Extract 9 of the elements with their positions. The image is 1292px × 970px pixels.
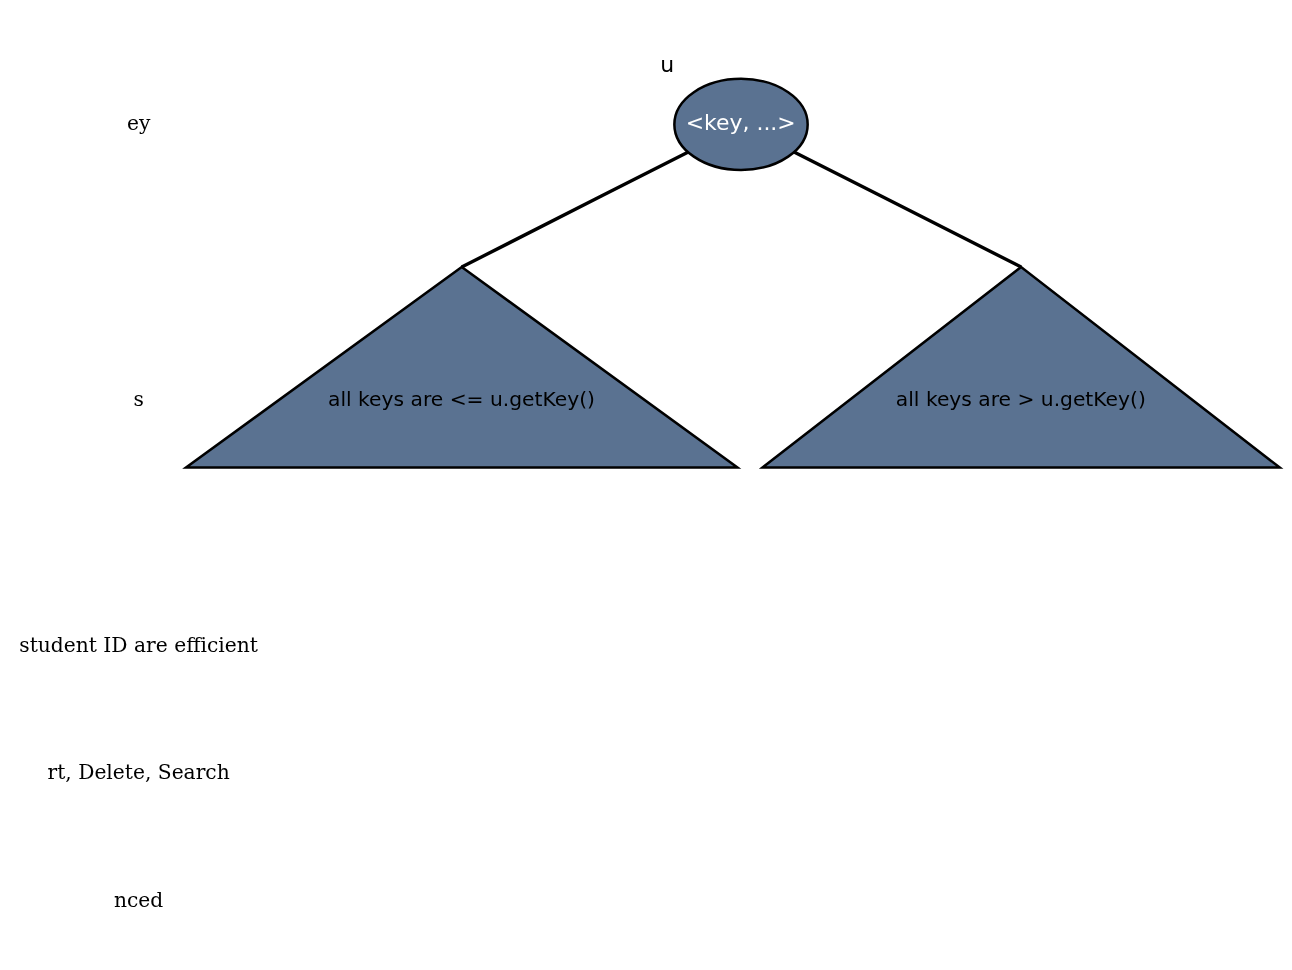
node-ellipse: <key, ...> bbox=[673, 77, 809, 171]
label: rt, Delete, Search bbox=[47, 759, 230, 784]
label: nced bbox=[113, 887, 164, 912]
connector bbox=[793, 150, 1022, 268]
label: ey bbox=[126, 110, 151, 135]
node-label: u bbox=[660, 51, 675, 77]
label: student ID are efficient bbox=[19, 632, 258, 657]
connector bbox=[461, 150, 689, 268]
label: s bbox=[133, 386, 144, 411]
